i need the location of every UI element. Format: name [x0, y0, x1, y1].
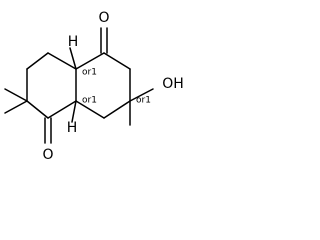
bond-r2-r3: [103, 52, 131, 70]
hydroxyl-label: OH: [162, 76, 184, 92]
bond-h-bottom: [71, 100, 77, 123]
bond-methyl-2: [4, 100, 28, 114]
right-ring: [75, 52, 131, 119]
bond-c4-c5: [26, 100, 49, 119]
molecule-structure: O O OH H H or1 or1 or1: [4, 10, 184, 163]
oxygen-top-label: O: [98, 10, 109, 26]
carbonyl-top: [100, 27, 108, 54]
bond-c2-c3: [26, 52, 49, 70]
bond-methyl-1: [4, 88, 28, 102]
hydrogen-bottom-label: H: [67, 120, 78, 136]
hydroxyl-methyl: [129, 88, 154, 126]
stereo-top-junction: or1: [82, 68, 97, 78]
bond-r1-r2: [75, 52, 105, 70]
hydrogen-wedges: [69, 47, 77, 123]
left-ring: [26, 52, 77, 119]
carbonyl-bottom: [44, 117, 52, 144]
bond-r4-r5: [103, 100, 131, 119]
bond-c1-c2: [47, 52, 77, 70]
stereo-hydroxyl-carbon: or1: [136, 96, 151, 106]
hydrogen-top-label: H: [68, 34, 79, 50]
stereo-bottom-junction: or1: [82, 96, 97, 106]
oxygen-bottom-label: O: [42, 147, 53, 163]
bond-h-top: [69, 47, 77, 70]
bond-oh: [129, 88, 154, 102]
gem-dimethyl: [4, 88, 28, 114]
bond-r5-r6: [75, 100, 105, 119]
bond-c5-c6: [47, 100, 77, 119]
